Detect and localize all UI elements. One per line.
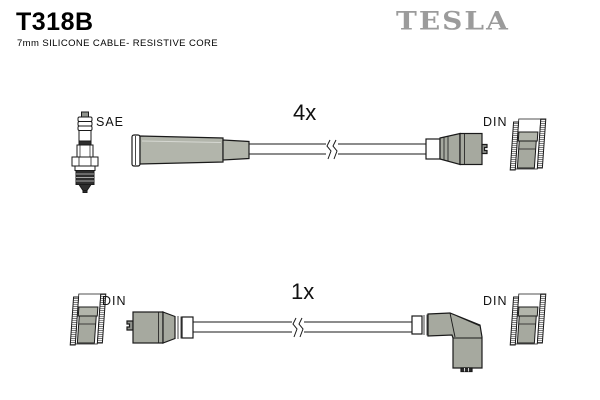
din-connector-icon xyxy=(69,293,107,346)
connector-collar xyxy=(181,316,194,339)
connector-collar xyxy=(425,138,441,160)
spark-plug-icon xyxy=(71,111,99,193)
cable-assembly-1x xyxy=(126,311,483,373)
elbow-collar xyxy=(411,315,423,335)
din-connector-icon xyxy=(509,118,547,171)
break-mark xyxy=(332,139,338,160)
elbow-terminal xyxy=(460,367,473,373)
row1-quantity-label: 4x xyxy=(293,100,317,125)
sae-boot-neck xyxy=(222,139,250,161)
row2-right-connector-label: DIN xyxy=(483,294,508,308)
part-number: T318B xyxy=(16,8,94,36)
connector-terminal xyxy=(126,320,134,331)
row2-left-connector-label: DIN xyxy=(102,294,127,308)
break-mark xyxy=(326,139,332,160)
din-connector-icon xyxy=(509,293,547,346)
break-mark xyxy=(298,317,304,338)
row2-quantity-label: 1x xyxy=(291,279,315,304)
connector-body xyxy=(459,132,483,166)
sae-boot-body xyxy=(139,135,224,165)
break-mark xyxy=(292,317,298,338)
connector-cone xyxy=(162,311,176,344)
row1-left-connector-label: SAE xyxy=(96,115,125,129)
connector-terminal xyxy=(481,143,488,155)
cable-wire xyxy=(249,143,426,155)
elbow-boot-body xyxy=(427,312,483,369)
product-subtitle: 7mm SILICONE CABLE- RESISTIVE CORE xyxy=(17,38,219,49)
brand-logo: TESLA xyxy=(396,6,510,36)
boot-ferrule xyxy=(131,134,141,167)
connector-cone xyxy=(439,132,461,166)
cable-wire xyxy=(193,321,412,333)
cable-assembly-4x xyxy=(131,132,488,167)
row1-right-connector-label: DIN xyxy=(483,115,508,129)
